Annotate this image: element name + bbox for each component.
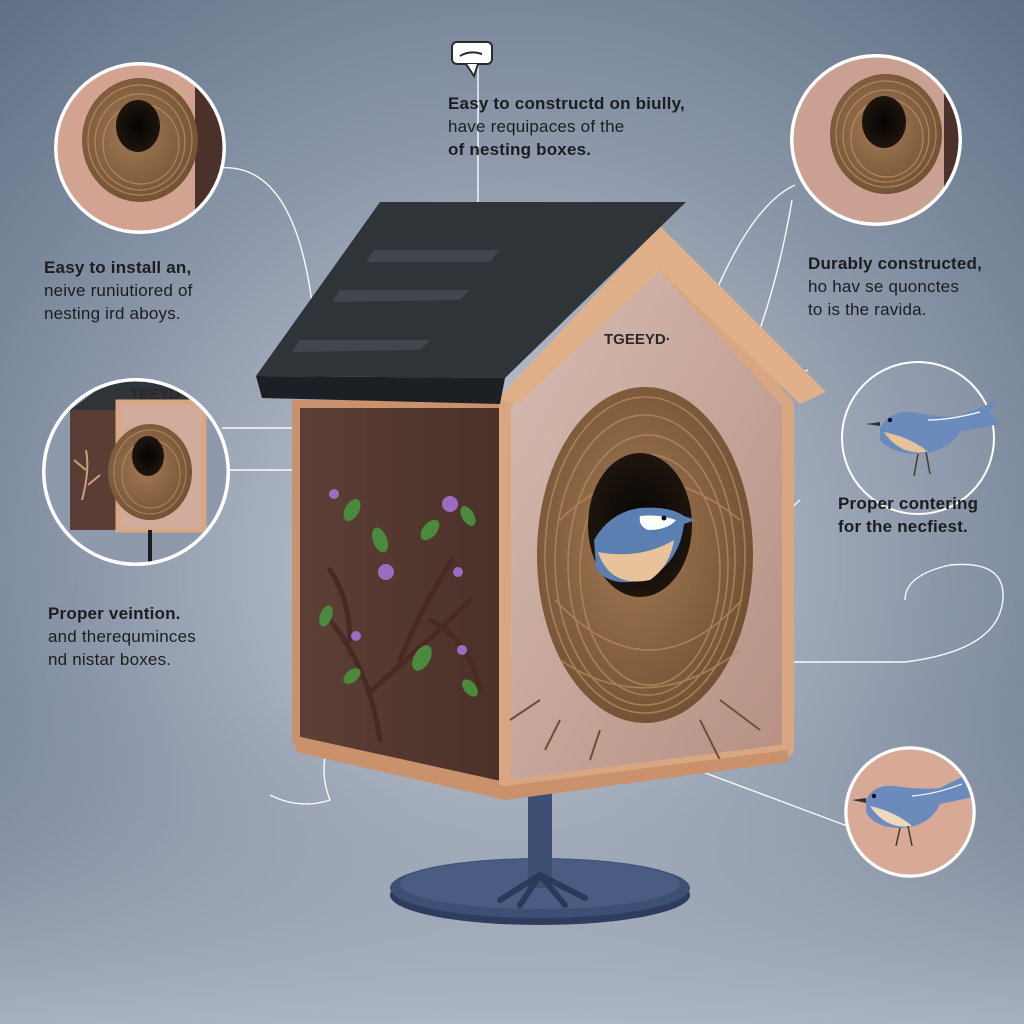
bluebird-icon [866,400,1000,477]
callout-right-upper: Durably constructed, ho hav se quonctes … [808,252,982,321]
callout-left-upper-line-3: nesting ird aboys. [44,304,181,323]
callout-left-upper-line-1: Easy to install an, [44,258,192,277]
inset-bird-bottom [844,746,976,878]
callout-top-line-2: have requipaces of the [448,117,625,136]
inset-bird-perched [841,361,1000,515]
callout-left-lower-line-1: Proper veintion. [48,604,181,623]
callout-right-middle-line-2: for the necfiest. [838,517,968,536]
callout-top: Easy to constructd on biully, have requi… [448,92,685,161]
callout-right-middle: Proper contering for the necfiest. [838,492,978,538]
callout-top-line-1: Easy to constructd on biully, [448,94,685,113]
callout-right-upper-line-2: ho hav se quonctes [808,277,960,296]
birdhouse: TGEEYD· [256,202,826,925]
callout-right-upper-line-1: Durably constructed, [808,254,983,273]
callout-top-line-3: of nesting boxes. [448,140,592,159]
stand-pole [528,780,552,888]
callout-right-middle-line-1: Proper contering [838,494,979,513]
bluebird-icon [594,507,696,583]
callout-left-lower-line-2: and therequminces [48,627,196,646]
speech-bubble-icon [451,41,493,79]
callout-left-lower: Proper veintion. and therequminces nd ni… [48,602,196,671]
birdhouse-sign: TGEEYD· [604,331,671,348]
callout-left-upper-line-2: neive runiutiored of [44,281,193,300]
callout-right-upper-line-3: to is the ravida. [808,300,927,319]
inset-birdhouse-left: TEEYD [42,378,230,566]
side-panel [296,404,505,786]
callout-left-upper: Easy to install an, neive runiutiored of… [44,256,193,325]
inset-nest-top-left [54,62,226,234]
callout-left-lower-line-3: nd nistar boxes. [48,650,172,669]
inset-sign: TEEYD [130,386,180,403]
inset-nest-top-right [790,54,962,226]
roof [256,202,686,404]
branch-decoration [319,489,483,743]
